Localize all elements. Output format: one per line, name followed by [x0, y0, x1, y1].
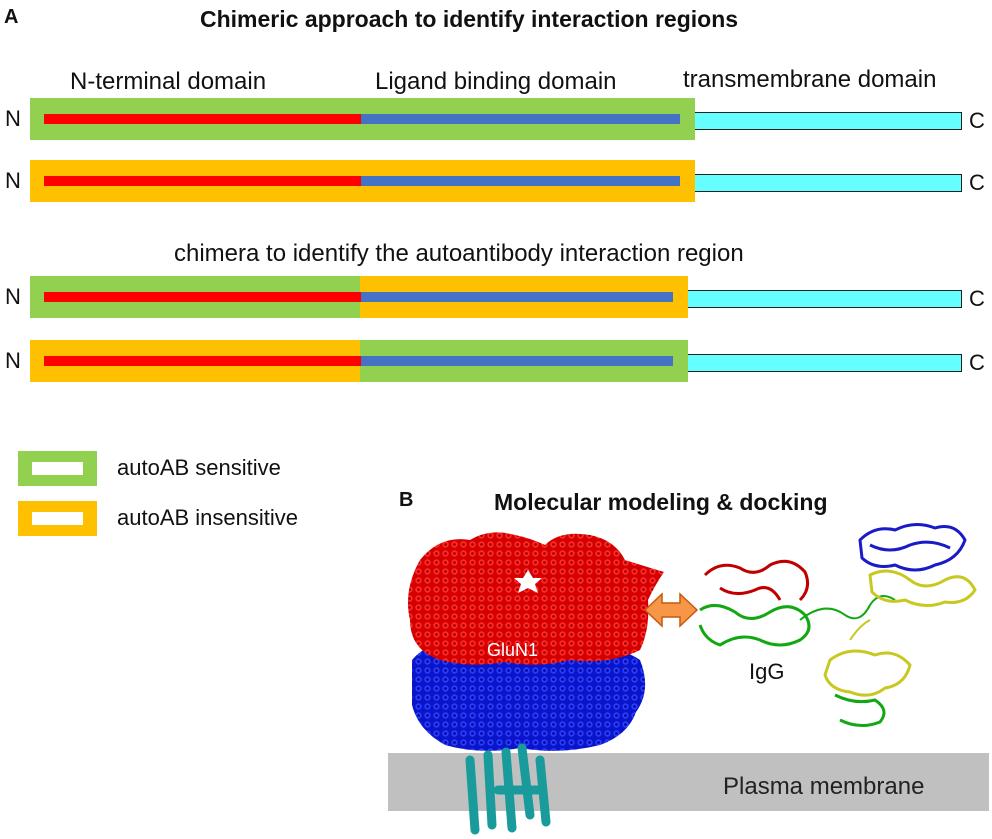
- legend-swatch-insensitive: [18, 501, 97, 536]
- panel-b-title: Molecular modeling & docking: [494, 489, 828, 515]
- panel-b-letter: B: [399, 489, 414, 511]
- ntd-label: N-terminal domain: [70, 68, 267, 95]
- construct-4-ntd-bar: [44, 356, 361, 366]
- construct-3-c-terminus: C: [969, 286, 985, 311]
- construct-2-ntd-bar: [44, 176, 361, 186]
- construct-3-ntd-bar: [44, 292, 361, 302]
- legend-label-sensitive: autoAB sensitive: [117, 455, 281, 480]
- receptor-upper-surface: [407, 532, 664, 665]
- construct-2-lbd-bar: [361, 176, 680, 186]
- transmembrane-helices: [465, 743, 551, 835]
- membrane-label: Plasma membrane: [723, 773, 924, 800]
- antibody-label: IgG: [749, 659, 784, 684]
- construct-1-ntd-bar: [44, 114, 361, 124]
- construct-1-n-terminus: N: [5, 106, 21, 131]
- lbd-label: Ligand binding domain: [375, 68, 617, 95]
- receptor-label: GluN1: [487, 640, 538, 660]
- construct-4-lbd-bar: [361, 356, 673, 366]
- construct-4-n-terminus: N: [5, 348, 21, 373]
- legend-swatch-sensitive: [18, 451, 97, 486]
- construct-3-lbd-bar: [361, 292, 673, 302]
- panel-a-letter: A: [4, 6, 19, 28]
- construct-2-c-terminus: C: [969, 170, 985, 195]
- panel-a-title: Chimeric approach to identify interactio…: [200, 6, 739, 32]
- igg-ribbon-structure: [698, 523, 977, 727]
- tmd-label: transmembrane domain: [683, 66, 937, 93]
- construct-1-lbd-bar: [361, 114, 680, 124]
- interaction-double-arrow: [643, 592, 699, 628]
- construct-3-n-terminus: N: [5, 284, 21, 309]
- construct-2-n-terminus: N: [5, 168, 21, 193]
- construct-1-c-terminus: C: [969, 108, 985, 133]
- construct-4-c-terminus: C: [969, 350, 985, 375]
- legend-label-insensitive: autoAB insensitive: [117, 505, 298, 530]
- receptor-lower-surface: [412, 638, 646, 751]
- chimera-subtitle: chimera to identify the autoantibody int…: [174, 240, 744, 267]
